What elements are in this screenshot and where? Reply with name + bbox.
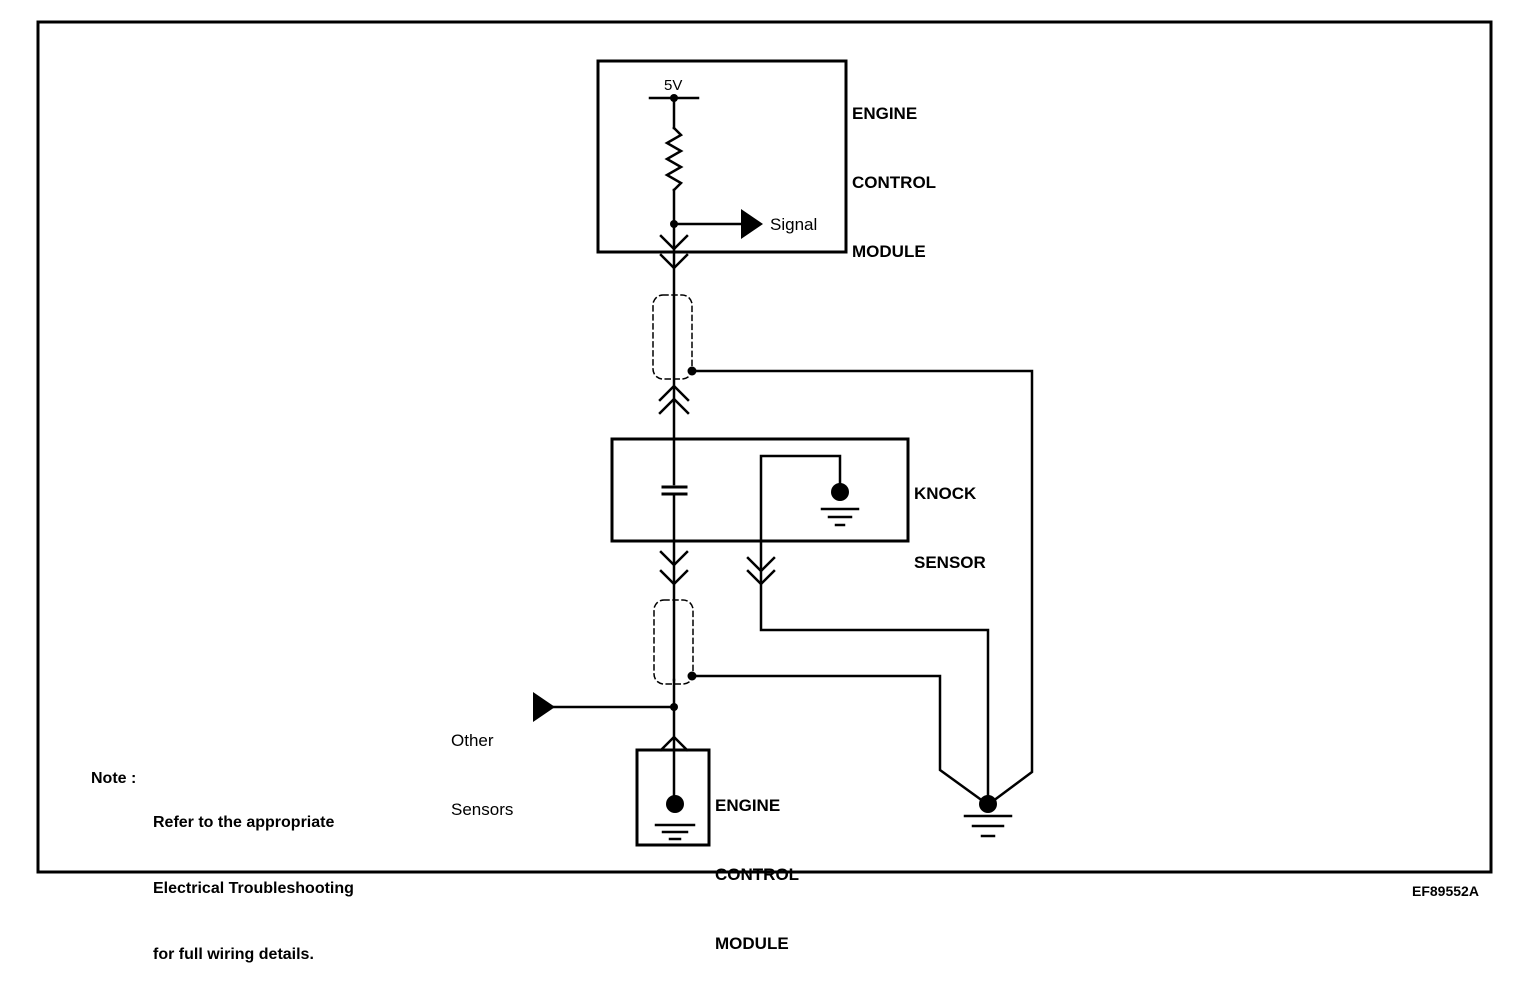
note-line2: Electrical Troubleshooting [153,880,354,897]
wiring-diagram [36,20,1493,874]
other-sensors-label: Other Sensors [451,683,513,844]
connector-knock-bottom [659,550,689,567]
pullup-resistor [664,126,684,192]
other-sensors-line2: Sensors [451,800,514,819]
note-line3: for full wiring details. [153,946,314,963]
diagram-frame [36,20,1493,874]
ecm-top-box [596,59,848,254]
knock-sensor-label-line2: SENSOR [914,553,986,572]
ecm-top-label: ENGINE CONTROL MODULE [852,56,936,286]
ecm-bottom-label-line2: CONTROL [715,865,800,884]
other-sensors-line1: Other [451,731,494,750]
lower-shield [653,599,694,685]
shield-drain-upper [690,369,1034,806]
note-prefix: Note : [91,770,137,787]
ecm-top-label-line1: ENGINE [852,104,918,123]
figure-code: EF89552A [1412,883,1479,899]
connector-knock-top [658,384,690,402]
ecm-top-label-line3: MODULE [852,242,926,261]
upper-shield [652,294,693,380]
signal-label: Signal [770,215,818,234]
note-text: Refer to the appropriate Electrical Trou… [153,768,354,988]
connector-ecm-bottom [659,735,689,752]
ecm-bottom-label-line1: ENGINE [715,796,781,815]
shield-drain-lower [690,674,989,806]
ecm-bottom-label: ENGINE CONTROL MODULE [715,748,799,978]
supply-voltage-label: 5V [664,77,683,94]
ecm-bottom-box [635,748,711,847]
signal-arrow [741,209,763,239]
ecm-top-label-line2: CONTROL [852,173,937,192]
knock-sensor-label-line1: KNOCK [914,484,977,503]
other-sensors-arrow [533,692,555,722]
ground-junction [979,795,997,813]
ecm-bottom-label-line3: MODULE [715,934,789,953]
note-line1: Refer to the appropriate [153,814,335,831]
connector-ecm-top [659,234,689,251]
knock-sensor-label: KNOCK SENSOR [914,436,986,597]
